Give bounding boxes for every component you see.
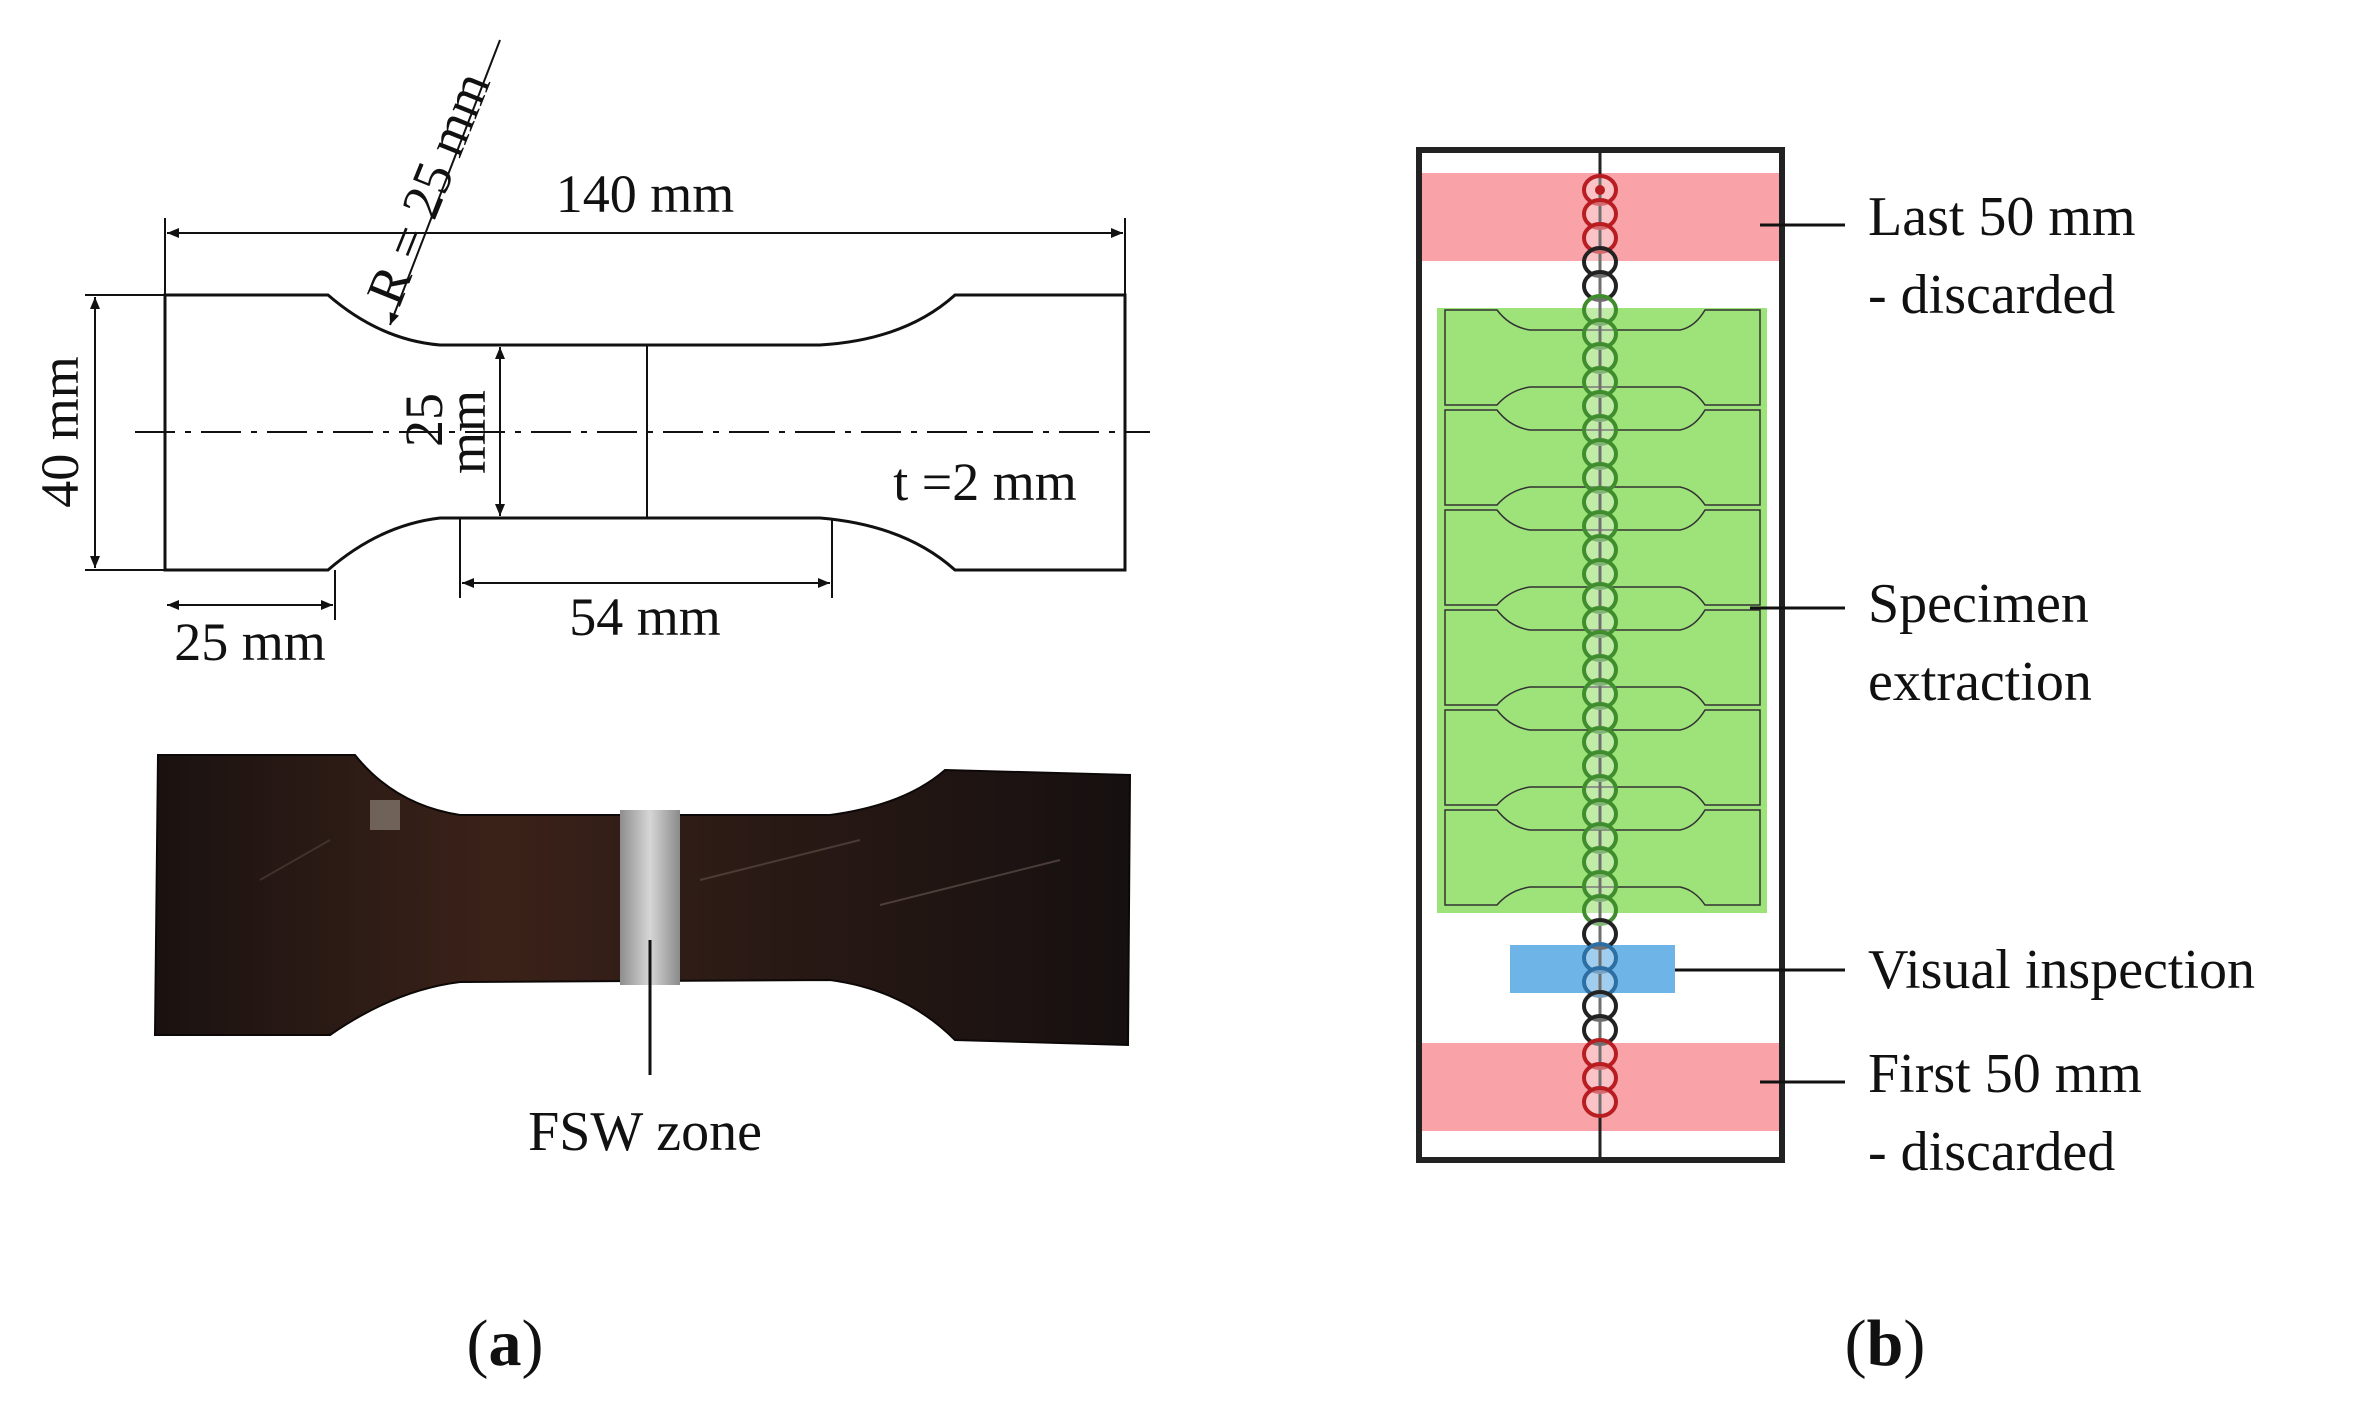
weld-ripple: [1582, 1038, 1618, 1070]
weld-ripple: [1582, 510, 1618, 542]
radius-label: R = 25 mm: [355, 63, 502, 313]
weld-ripple: [1582, 318, 1618, 350]
weld-ripple: [1582, 822, 1618, 854]
caption-b: (b): [1845, 1307, 1926, 1380]
first-label-line2: - discarded: [1868, 1121, 2115, 1183]
radius-leader: [389, 39, 501, 326]
weld-ripple: [1582, 750, 1618, 782]
weld-ripple: [1582, 414, 1618, 446]
weld-ripple: [1582, 582, 1618, 614]
weld-bead: [1582, 150, 1618, 1160]
plate-frame: [1416, 147, 1785, 1163]
weld-ripple: [1582, 894, 1618, 926]
specimen-outline-small: [1444, 709, 1761, 806]
photo-scratch: [879, 859, 1061, 906]
weld-ripple: [1582, 678, 1618, 710]
weld-ripple: [1582, 798, 1618, 830]
weld-ripple: [1582, 534, 1618, 566]
specimen-outline: [163, 293, 1127, 572]
weld-ripple: [1582, 1086, 1618, 1118]
fsw-zone-label: FSW zone: [528, 1101, 762, 1163]
extraction-label-line1: Specimen: [1868, 573, 2089, 635]
weld-ripple: [1582, 1062, 1618, 1094]
specimen-outlines: [1444, 309, 1761, 906]
weld-ripple: [1582, 342, 1618, 374]
weld-ripple: [1582, 774, 1618, 806]
specimen-outline-small: [1444, 609, 1761, 706]
photo-highlight: [370, 800, 400, 830]
specimen-outline-small: [1444, 309, 1761, 406]
photo-scratch: [259, 839, 331, 881]
last-label-line1: Last 50 mm: [1868, 186, 2136, 248]
weld-ripple: [1582, 966, 1618, 998]
weld-ripple: [1582, 1014, 1618, 1046]
weld-ripple: [1582, 366, 1618, 398]
weld-ripple: [1582, 222, 1618, 254]
caption-a: (a): [467, 1307, 544, 1380]
photo-scratch: [699, 839, 861, 881]
specimen-outline-small: [1444, 409, 1761, 506]
width-label-top: 25: [394, 393, 454, 447]
last-label-line2: - discarded: [1868, 264, 2115, 326]
weld-ripple: [1582, 246, 1618, 278]
panel-a-photo: FSW zone: [153, 754, 1132, 1163]
weld-ripple: [1582, 846, 1618, 878]
weld-ripple: [1582, 654, 1618, 686]
weld-ripple: [1582, 726, 1618, 758]
grip-label: 25 mm: [174, 612, 326, 672]
first-label-line1: First 50 mm: [1868, 1043, 2142, 1105]
length-label: 140 mm: [556, 164, 735, 224]
weld-ripple: [1582, 918, 1618, 950]
thickness-label: t =2 mm: [893, 452, 1076, 512]
weld-ripple: [1582, 990, 1618, 1022]
specimen-outline-small: [1444, 509, 1761, 606]
weld-ripple: [1582, 870, 1618, 902]
weld-ripple: [1582, 390, 1618, 422]
extraction-label-line2: extraction: [1868, 651, 2092, 713]
gauge-label: 54 mm: [569, 587, 721, 647]
weld-ripple: [1582, 486, 1618, 518]
weld-ripple: [1582, 294, 1618, 326]
inspection-label: Visual inspection: [1868, 939, 2255, 1001]
panel-a-drawing: 140 mm R = 25 mm 40 mm 25 mm t =2 mm 54 …: [30, 39, 1150, 672]
weld-ripple: [1582, 702, 1618, 734]
weld-ripple: [1582, 438, 1618, 470]
weld-ripple: [1582, 606, 1618, 638]
panel-b-plate: Last 50 mm - discarded Specimen extracti…: [1416, 147, 2255, 1183]
height-label: 40 mm: [30, 356, 90, 508]
weld-ripple: [1582, 270, 1618, 302]
weld-ripple: [1582, 198, 1618, 230]
weld-end-dot: [1595, 185, 1605, 195]
weld-ripple: [1582, 630, 1618, 662]
weld-ripple: [1582, 462, 1618, 494]
specimen-outline-small: [1444, 809, 1761, 906]
width-label-bottom: mm: [437, 390, 497, 474]
weld-ripple: [1582, 558, 1618, 590]
weld-ripple: [1582, 942, 1618, 974]
